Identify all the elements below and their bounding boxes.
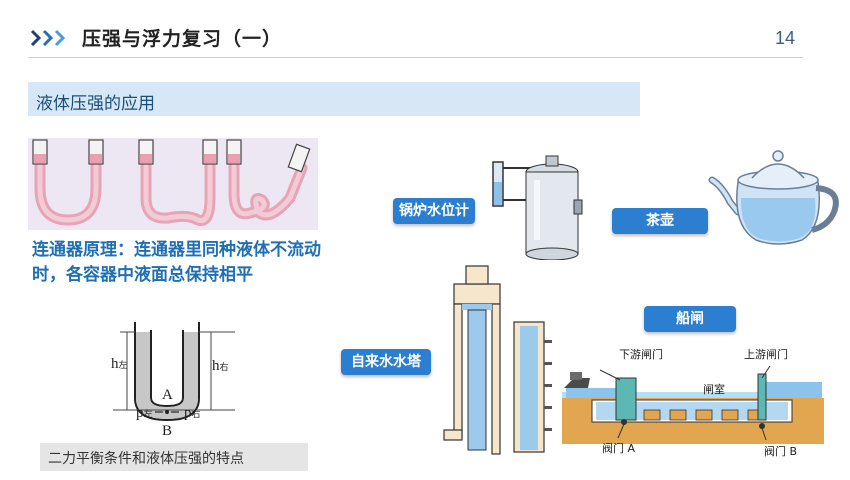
- boiler-gauge-label: 锅炉水位计: [393, 198, 475, 224]
- valve-a-label: 阀门 A: [602, 442, 636, 455]
- p-left-label: p左: [136, 405, 153, 421]
- page-title: 压强与浮力复习（一）: [82, 28, 283, 50]
- ship-lock-label: 船闸: [644, 306, 736, 332]
- caption-box: [40, 443, 308, 471]
- water-tower-label: 自来水水塔: [341, 349, 431, 375]
- point-a-label: A: [162, 387, 173, 403]
- page-number: 14: [775, 28, 796, 48]
- lock-chamber-label: 闸室: [703, 383, 725, 396]
- section-title: 液体压强的应用: [36, 94, 155, 114]
- valve-b-label: 阀门 B: [764, 445, 798, 458]
- communicating-vessel-principle: 连通器原理：连通器里同种液体不流动时，各容器中液面总保持相平: [32, 240, 321, 285]
- p-right-label: p右: [184, 405, 201, 421]
- h-left-label: h左: [111, 356, 128, 372]
- section-bar: [28, 82, 640, 116]
- h-right-label: h右: [212, 358, 229, 374]
- boiler-illustration: [492, 155, 583, 260]
- chevrons-icon: [30, 29, 66, 47]
- upstream-gate-label: 上游闸门: [744, 348, 788, 361]
- point-b-label: B: [162, 423, 173, 439]
- teapot-label: 茶壶: [612, 208, 708, 234]
- teapot-illustration: [708, 150, 839, 245]
- downstream-gate-label: 下游闸门: [619, 348, 663, 361]
- u-tube-diagram: [113, 322, 235, 422]
- water-tower-illustration: [443, 265, 552, 455]
- header-divider: [28, 57, 803, 58]
- ship-lock-illustration: [562, 365, 824, 444]
- caption-text: 二力平衡条件和液体压强的特点: [48, 451, 244, 467]
- connected-tubes-illustration: [28, 138, 318, 230]
